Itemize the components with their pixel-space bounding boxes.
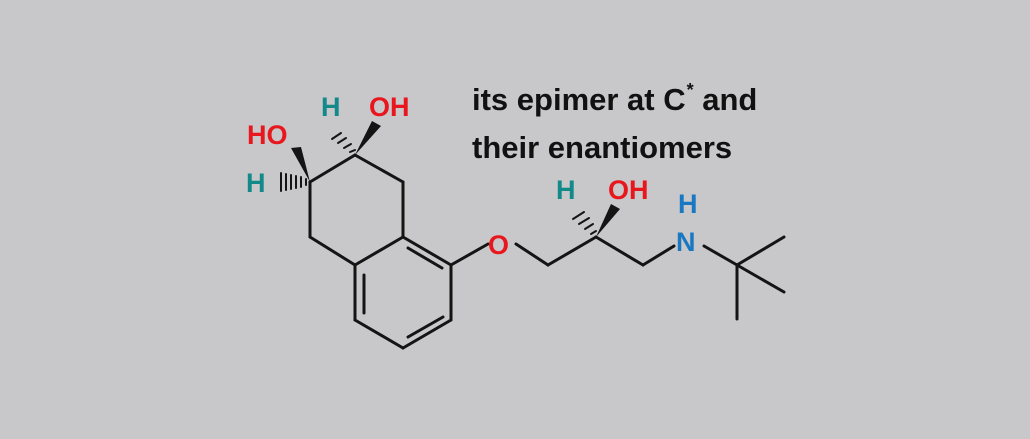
bond-c3-c4 bbox=[353, 153, 405, 184]
aromatic-ring-bonds bbox=[353, 235, 453, 350]
atom-oh-top: OH bbox=[369, 92, 410, 122]
wedge-c3-oh bbox=[355, 121, 381, 155]
hash-c2-h bbox=[280, 172, 307, 192]
bond-c1-c8a bbox=[308, 235, 357, 267]
bond-tbu-up bbox=[735, 235, 786, 267]
saturated-ring-bonds bbox=[308, 153, 405, 267]
bond-ar-4 bbox=[401, 318, 453, 350]
bond-ar-o bbox=[449, 242, 490, 267]
hash-choh-h bbox=[572, 211, 597, 235]
bond-ch2-n bbox=[641, 244, 676, 267]
hash-c3-h bbox=[331, 132, 356, 153]
wedge-choh-oh bbox=[596, 204, 620, 237]
bond-ar-double-2 bbox=[406, 315, 445, 339]
bond-ch2-choh bbox=[546, 235, 598, 267]
bond-n-c bbox=[702, 244, 739, 267]
atom-n-h: H bbox=[678, 189, 698, 219]
bond-ar-2 bbox=[401, 235, 453, 267]
wedge-c2-ho bbox=[291, 147, 310, 182]
atom-oh-chain: OH bbox=[608, 175, 649, 205]
caption: its epimer at C* and their enantiomers bbox=[472, 66, 757, 172]
caption-line-1: its epimer at C* and bbox=[472, 66, 757, 124]
bond-ar-5 bbox=[353, 318, 405, 350]
atom-labels: HO H H OH O H OH H N bbox=[246, 92, 698, 260]
stereo-bonds bbox=[280, 121, 620, 237]
caption-line-2: their enantiomers bbox=[472, 130, 733, 165]
atom-h-chain: H bbox=[556, 175, 576, 205]
side-chain-bonds bbox=[449, 235, 786, 321]
caption-line-1-text: its epimer at C bbox=[472, 82, 686, 117]
atom-h-top: H bbox=[321, 92, 341, 122]
caption-asterisk: * bbox=[686, 80, 694, 100]
atom-n: N bbox=[676, 227, 696, 257]
atom-ether-o: O bbox=[488, 230, 509, 260]
bond-c2-c3 bbox=[308, 153, 357, 184]
bond-tbu-right bbox=[735, 263, 786, 294]
caption-line-1-end: and bbox=[693, 82, 758, 117]
bond-o-ch2 bbox=[514, 242, 550, 267]
atom-ho-left: HO bbox=[247, 120, 288, 150]
atom-h-left: H bbox=[246, 168, 266, 198]
bond-ar-1 bbox=[353, 235, 405, 267]
bond-choh-ch2 bbox=[594, 235, 645, 267]
bond-ar-double-1 bbox=[406, 246, 444, 270]
